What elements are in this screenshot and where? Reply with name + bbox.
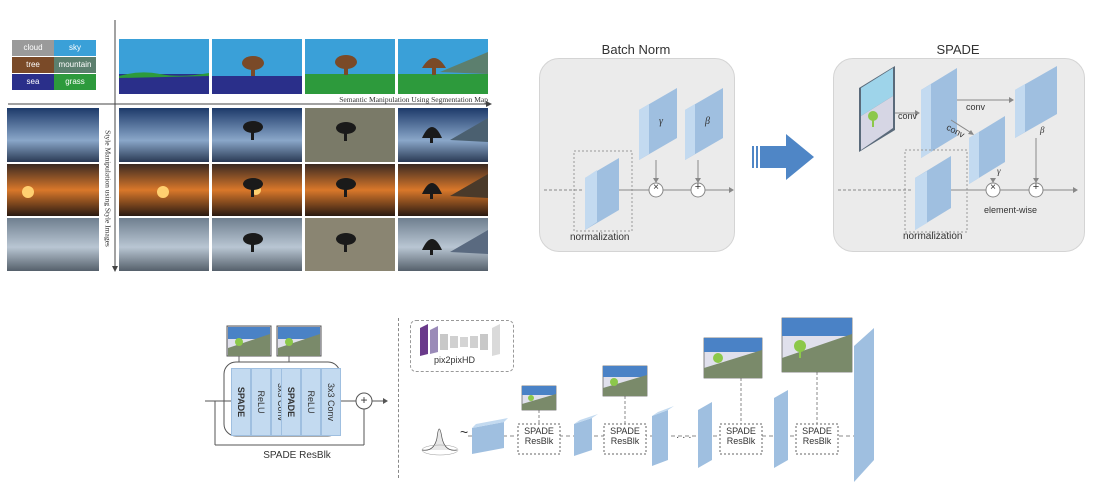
style-image-1 xyxy=(7,108,99,162)
transition-arrow-icon xyxy=(752,134,814,180)
resblk-line1: SPADE xyxy=(802,426,832,436)
spade-conv-label-1: conv xyxy=(898,111,918,121)
batchnorm-normalization-label: normalization xyxy=(570,232,630,243)
resblk-line1: SPADE xyxy=(610,426,640,436)
seg-map-4 xyxy=(398,39,488,94)
legend-sea: sea xyxy=(12,74,54,90)
seg-map-1 xyxy=(119,39,209,94)
legend-sky: sky xyxy=(54,40,96,56)
style-image-3 xyxy=(7,218,99,271)
section-divider xyxy=(398,318,399,478)
generator-diagram xyxy=(421,317,874,482)
batchnorm-times: × xyxy=(653,182,659,193)
output-grid xyxy=(119,108,488,271)
spade-diagram xyxy=(838,66,1078,233)
resblk-layer-relu-2: ReLU xyxy=(301,368,321,436)
ellipsis: · · · xyxy=(676,432,692,443)
resblk-plus: + xyxy=(360,393,368,407)
resblk-line2: ResBlk xyxy=(726,436,756,446)
generator-segmap-3 xyxy=(703,337,763,379)
generator-segmap-2 xyxy=(602,365,648,397)
segmentation-legend: cloud sky tree mountain sea grass xyxy=(12,40,96,90)
spade-plus: + xyxy=(1032,181,1040,193)
spade-beta: β xyxy=(1040,125,1045,135)
seg-map-2 xyxy=(212,39,302,94)
batchnorm-plus: + xyxy=(694,181,702,193)
resblk-layer-relu-1: ReLU xyxy=(251,368,271,436)
spade-gamma: γ xyxy=(997,166,1001,176)
resblk-layer-label: SPADE xyxy=(236,386,246,418)
batchnorm-beta: β xyxy=(705,116,710,127)
resblk-line1: SPADE xyxy=(726,426,756,436)
resblk-line1: SPADE xyxy=(524,426,554,436)
spade-conv-label-2: conv xyxy=(966,102,986,112)
resblk-layer-label: ReLU xyxy=(256,390,266,414)
generator-resblk-2: SPADE ResBlk xyxy=(604,426,646,446)
gaussian-noise-icon xyxy=(421,428,459,456)
resblk-segmap-2 xyxy=(276,325,322,357)
resblk-line2: ResBlk xyxy=(524,436,554,446)
semantic-manipulation-label: Semantic Manipulation Using Segmentation… xyxy=(339,95,488,104)
resblk-segmap-1 xyxy=(226,325,272,357)
pix2pixhd-network-icon xyxy=(420,324,500,356)
spade-title: SPADE xyxy=(936,42,980,57)
generator-resblk-3: SPADE ResBlk xyxy=(720,426,762,446)
spade-normalization-label: normalization xyxy=(903,231,963,242)
resblk-layer-spade-1: SPADE xyxy=(231,368,251,436)
batchnorm-panel xyxy=(539,58,735,252)
pix2pixhd-label: pix2pixHD xyxy=(434,355,476,365)
legend-tree: tree xyxy=(12,57,54,73)
legend-mountain: mountain xyxy=(54,57,96,73)
style-image-2 xyxy=(7,164,99,216)
batchnorm-gamma: γ xyxy=(659,116,663,127)
generator-segmap-1 xyxy=(521,385,557,411)
generator-segmap-4 xyxy=(781,317,853,373)
resblk-title: SPADE ResBlk xyxy=(263,450,331,461)
spade-elementwise-label: element-wise xyxy=(984,205,1038,215)
style-manipulation-label: Style Manipulation using Style Images xyxy=(103,130,113,247)
legend-cloud: cloud xyxy=(12,40,54,56)
batchnorm-title: Batch Norm xyxy=(601,42,671,57)
resblk-layer-label: ReLU xyxy=(306,390,316,414)
pix2pixhd-box xyxy=(410,320,514,372)
manipulation-grid xyxy=(7,20,492,272)
noise-tilde: ~ xyxy=(460,424,469,440)
generator-resblk-4: SPADE ResBlk xyxy=(796,426,838,446)
resblk-layer-label: 3x3 Conv xyxy=(326,382,336,422)
resblk-layer-spade-2: SPADE xyxy=(281,368,301,436)
spade-times: × xyxy=(990,182,996,193)
generator-resblk-1: SPADE ResBlk xyxy=(518,426,560,446)
resblk-layer-conv-2: 3x3 Conv xyxy=(321,368,341,436)
resblk-layer-label: SPADE xyxy=(286,386,296,418)
legend-grass: grass xyxy=(54,74,96,90)
resblk-line2: ResBlk xyxy=(802,436,832,446)
seg-map-3 xyxy=(305,39,395,94)
batchnorm-diagram xyxy=(544,88,734,232)
resblk-line2: ResBlk xyxy=(610,436,640,446)
